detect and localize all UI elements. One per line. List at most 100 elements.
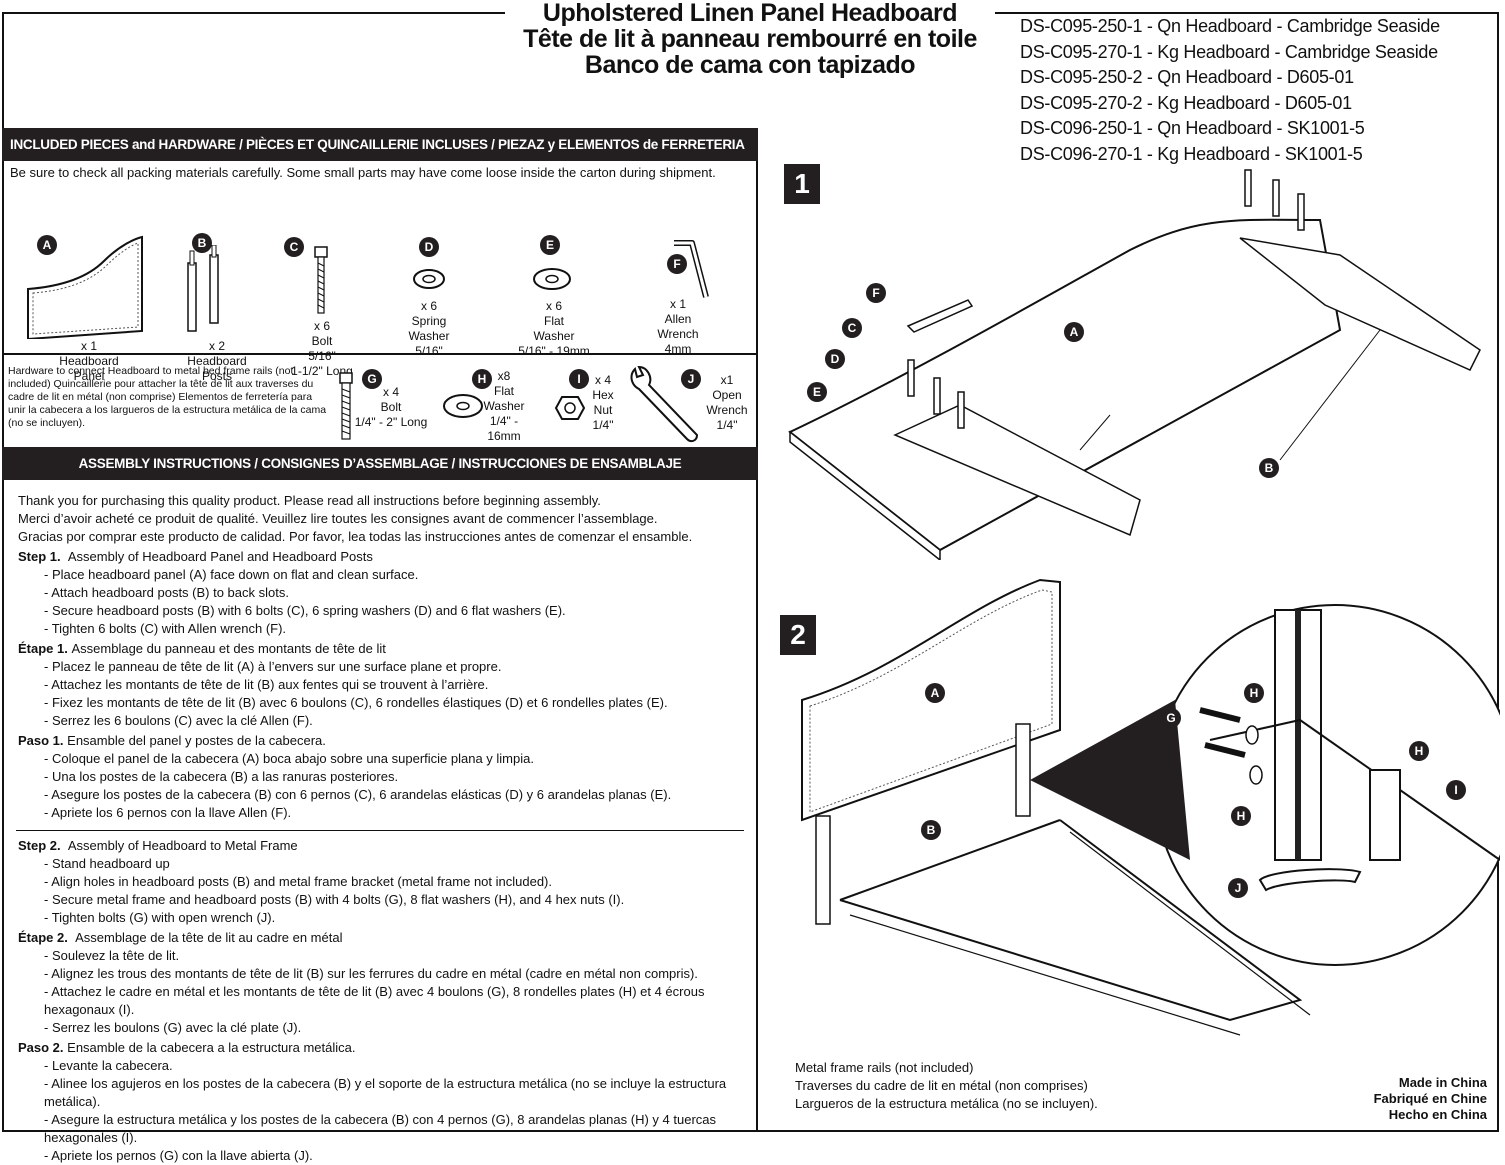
diagram2-badge-b: B: [921, 820, 941, 840]
divider: [16, 830, 744, 831]
thanks-es: Gracias por comprar este producto de cal…: [18, 529, 693, 544]
headboard-posts-icon: [187, 245, 219, 332]
diagram2-badge-j: J: [1228, 878, 1248, 898]
list-item: Alignez les trous des montants de tête d…: [18, 965, 756, 983]
diagram1-badge-b: B: [1259, 458, 1279, 478]
step2-en-heading: Step 2. Assembly of Headboard to Metal F…: [18, 838, 298, 853]
check-note: Be sure to check all packing materials c…: [10, 165, 716, 180]
list-item: Coloque el panel de la cabecera (A) boca…: [18, 750, 756, 768]
step-number-2: 2: [780, 615, 816, 655]
step2-es-heading: Paso 2. Ensamble de la cabecera a la est…: [18, 1040, 356, 1055]
title-es: Banco de cama con tapizado: [584, 51, 916, 79]
diagram2-badge-h-right: H: [1409, 741, 1429, 761]
list-item: Apriete los 6 pernos con la llave Allen …: [18, 804, 756, 822]
left-column: INCLUDED PIECES and HARDWARE / PIÈCES ET…: [2, 128, 758, 1163]
list-item: Attach headboard posts (B) to back slots…: [18, 584, 756, 602]
assembly-header: ASSEMBLY INSTRUCTIONS / CONSIGNES D’ASSE…: [2, 447, 758, 480]
sku-item: DS-C095-270-1 - Kg Headboard - Cambridge…: [1020, 41, 1438, 62]
diagram2-badge-i: I: [1446, 780, 1466, 800]
list-item: Secure headboard posts (B) with 6 bolts …: [18, 602, 756, 620]
list-item: Align holes in headboard posts (B) and m…: [18, 873, 756, 891]
diagram1-badge-a: A: [1064, 322, 1084, 342]
made-in-china: Made in China Fabriqué en Chine Hecho en…: [1373, 1075, 1487, 1122]
diagram2-badge-g: G: [1161, 708, 1181, 728]
badge-j: J: [681, 369, 701, 389]
badge-i: I: [569, 369, 589, 389]
step2-diagram: [801, 578, 1500, 1036]
hardware-note: Hardware to connect Headboard to metal b…: [8, 365, 327, 429]
spring-washer-icon: [413, 269, 445, 289]
thanks-en: Thank you for purchasing this quality pr…: [18, 493, 601, 508]
list-item: Stand headboard up: [18, 855, 756, 873]
badge-f: F: [667, 254, 687, 274]
list-item: Placez le panneau de tête de lit (A) à l…: [18, 658, 756, 676]
list-item: Tighten bolts (G) with open wrench (J).: [18, 909, 756, 927]
step1-es-heading: Paso 1. Ensamble del panel y postes de l…: [18, 733, 326, 748]
badge-g: G: [362, 369, 382, 389]
included-header: INCLUDED PIECES and HARDWARE / PIÈCES ET…: [2, 128, 758, 185]
title-fr: Tête de lit à panneau rembourré en toile: [523, 25, 977, 53]
sku-list: DS-C095-250-1 - Qn Headboard - Cambridge…: [1020, 14, 1440, 168]
list-item: Apriete los pernos (G) con la llave abie…: [18, 1147, 756, 1165]
diagram2-badge-h-top: H: [1244, 683, 1264, 703]
step1-en-heading: Step 1. Assembly of Headboard Panel and …: [18, 549, 373, 564]
badge-b: B: [192, 233, 212, 253]
list-item: Attachez les montants de tête de lit (B)…: [18, 676, 756, 694]
sku-item: DS-C096-250-1 - Qn Headboard - SK1001-5: [1020, 118, 1365, 139]
list-item: Levante la cabecera.: [18, 1057, 756, 1075]
diagram2-badge-a: A: [925, 683, 945, 703]
sku-item: DS-C095-250-1 - Qn Headboard - Cambridge…: [1020, 16, 1440, 36]
diagram1-badge-e: E: [807, 382, 827, 402]
sku-item: DS-C095-250-2 - Qn Headboard - D605-01: [1020, 67, 1354, 88]
diagram1-badge-d: D: [825, 349, 845, 369]
list-item: Asegure la estructura metálica y los pos…: [18, 1111, 756, 1147]
sku-item: DS-C096-270-1 - Kg Headboard - SK1001-5: [1020, 143, 1363, 164]
bolt-icon: [314, 246, 328, 314]
diagram1-badge-f: F: [866, 283, 886, 303]
list-item: Serrez les 6 boulons (C) avec la clé All…: [18, 712, 756, 730]
list-item: Secure metal frame and headboard posts (…: [18, 891, 756, 909]
assembly-instructions: Thank you for purchasing this quality pr…: [2, 480, 758, 1163]
list-item: Serrez les boulons (G) avec la clé plate…: [18, 1019, 756, 1037]
metal-frame-note: Metal frame rails (not included) Travers…: [795, 1060, 1098, 1111]
badge-a: A: [37, 235, 57, 255]
list-item: Tighten 6 bolts (C) with Allen wrench (F…: [18, 620, 756, 638]
title-block: Upholstered Linen Panel Headboard Tête d…: [505, 0, 995, 78]
badge-d: D: [419, 237, 439, 257]
frame-hardware: Hardware to connect Headboard to metal b…: [2, 355, 758, 447]
step1-fr-heading: Étape 1. Assemblage du panneau et des mo…: [18, 641, 386, 656]
headboard-panel-icon: [27, 235, 143, 339]
list-item: Fixez les montants de tête de lit (B) av…: [18, 694, 756, 712]
list-item: Asegure los postes de la cabecera (B) co…: [18, 786, 756, 804]
list-item: Place headboard panel (A) face down on f…: [18, 566, 756, 584]
open-wrench-icon: [630, 365, 699, 443]
diagram2-badge-h-bottom: H: [1231, 806, 1251, 826]
badge-h: H: [472, 369, 492, 389]
diagram1-badge-c: C: [842, 318, 862, 338]
list-item: Alinee los agujeros en los postes de la …: [18, 1075, 756, 1111]
badge-c: C: [284, 237, 304, 257]
badge-e: E: [540, 235, 560, 255]
step2-fr-heading: Étape 2. Assemblage de la tête de lit au…: [18, 930, 343, 945]
step-number-1: 1: [784, 164, 820, 204]
flat-washer-icon: [533, 268, 571, 290]
flat-washer-h-icon: [443, 394, 483, 418]
thanks-fr: Merci d’avoir acheté ce produit de quali…: [18, 511, 658, 526]
list-item: Soulevez la tête de lit.: [18, 947, 756, 965]
hex-nut-icon: [554, 396, 586, 420]
list-item: Attachez le cadre en métal et les montan…: [18, 983, 756, 1019]
sku-item: DS-C095-270-2 - Kg Headboard - D605-01: [1020, 92, 1352, 113]
included-pieces: Be sure to check all packing materials c…: [2, 161, 758, 383]
step1-diagram: [788, 169, 1481, 560]
list-item: Una los postes de la cabecera (B) a las …: [18, 768, 756, 786]
